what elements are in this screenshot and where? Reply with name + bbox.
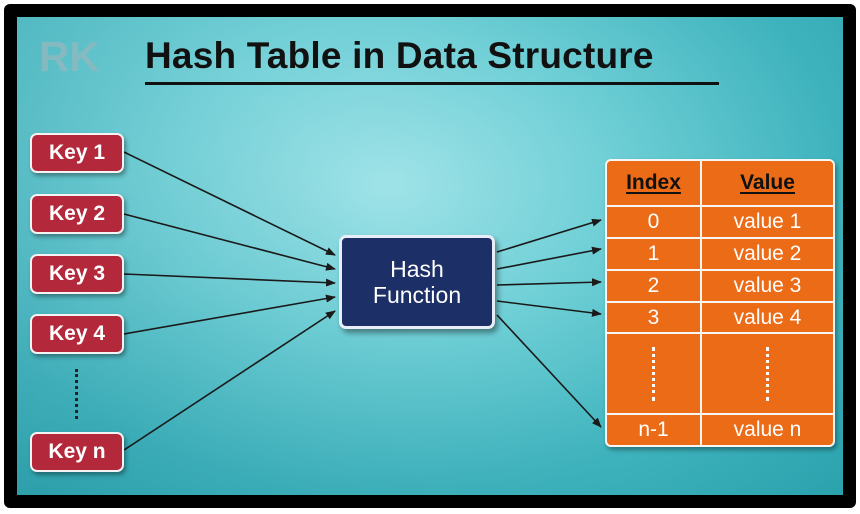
arrow-row1 — [496, 246, 602, 270]
row-1-index: 1 — [647, 242, 660, 265]
keys-ellipsis — [75, 369, 78, 419]
key-n-box: Key n — [30, 432, 124, 472]
arrow-row0 — [496, 218, 602, 253]
arrow-keyn — [123, 310, 336, 451]
hash-table: Index Value 0 value 1 1 value 2 2 value … — [605, 159, 835, 447]
arrow-rown1 — [496, 314, 602, 428]
row-divider — [607, 205, 833, 207]
arrow-layer — [123, 151, 602, 451]
row-divider — [607, 413, 833, 415]
page-title: Hash Table in Data Structure — [145, 35, 654, 76]
row-0-index: 0 — [647, 210, 660, 233]
header-index: Index — [626, 171, 681, 194]
row-divider — [607, 269, 833, 271]
value-ellipsis — [766, 347, 769, 401]
arrow-row3 — [496, 300, 602, 317]
key-3-box: Key 3 — [30, 254, 124, 294]
hash-function-box: Hash Function — [339, 235, 495, 329]
rk-logo-icon: RK — [39, 33, 100, 80]
header-value: Value — [740, 171, 795, 194]
key-1-box: Key 1 — [30, 133, 124, 173]
svg-text:RK: RK — [39, 33, 100, 80]
row-2-index: 2 — [647, 274, 660, 297]
column-divider — [700, 161, 702, 445]
row-3-value: value 4 — [733, 305, 802, 329]
title-underline — [145, 82, 719, 85]
row-divider — [607, 332, 833, 334]
row-3-index: 3 — [647, 305, 660, 329]
key-2-box: Key 2 — [30, 194, 124, 234]
key-4-box: Key 4 — [30, 314, 124, 354]
row-last-value: value n — [733, 418, 802, 441]
arrow-key2 — [123, 213, 336, 271]
hash-function-line1: Hash — [390, 256, 444, 282]
hash-function-line2: Function — [372, 282, 462, 308]
diagram-canvas: RK Hash Table in Data Structure Key 1 Ke… — [17, 17, 843, 495]
arrow-key4 — [123, 294, 336, 335]
row-0-value: value 1 — [733, 210, 802, 233]
row-2-value: value 3 — [733, 274, 802, 297]
arrow-row2 — [496, 278, 602, 287]
arrow-key3 — [123, 273, 336, 287]
arrow-key1 — [123, 151, 336, 256]
row-1-value: value 2 — [733, 242, 802, 265]
row-divider — [607, 237, 833, 239]
row-divider — [607, 301, 833, 303]
row-last-index: n-1 — [638, 418, 669, 441]
index-ellipsis — [652, 347, 655, 401]
